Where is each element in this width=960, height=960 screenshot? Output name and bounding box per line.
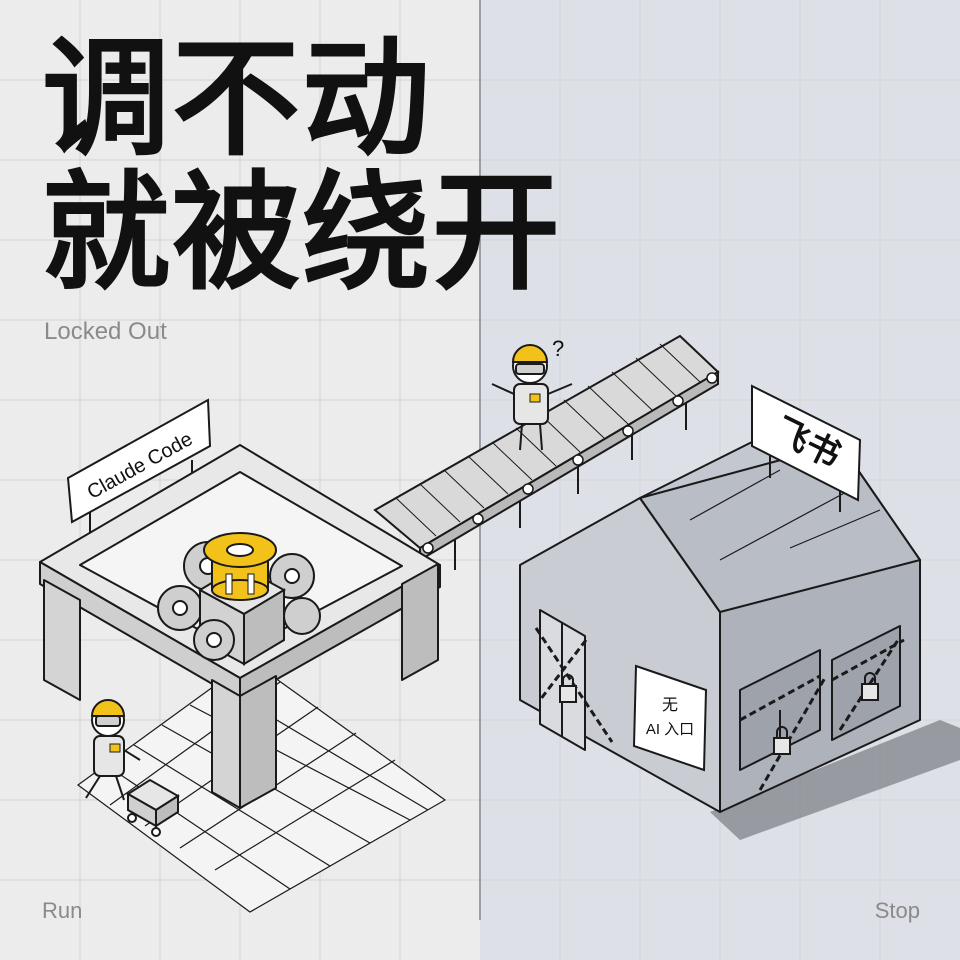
no-ai-entrance-plate: 无 AI 入口 — [632, 664, 708, 772]
gear-icon — [203, 532, 277, 601]
gear-icon — [283, 597, 321, 635]
title-line-1: 调不动 — [42, 25, 433, 174]
stop-label: Stop — [874, 898, 920, 923]
subtitle: Locked Out — [44, 318, 167, 345]
gear-icon — [193, 619, 235, 661]
worker-robot — [85, 699, 141, 801]
feishu-warehouse — [519, 437, 960, 840]
door-plate-line-1: 无 — [662, 697, 678, 714]
padlock-icon — [861, 672, 879, 701]
door-plate-line-2: AI 入口 — [646, 721, 694, 738]
padlock-icon — [559, 674, 577, 703]
run-label: Run — [42, 898, 83, 923]
title-line-2: 就被绕开 — [42, 159, 563, 308]
confused-robot: ? — [491, 336, 573, 451]
conveyor-belt — [373, 334, 720, 570]
cart — [126, 778, 180, 837]
gear-icon — [269, 553, 315, 599]
question-mark: ? — [552, 336, 564, 361]
gear-cluster — [157, 532, 321, 666]
padlock-icon — [773, 726, 791, 755]
gear-icon — [157, 585, 203, 631]
